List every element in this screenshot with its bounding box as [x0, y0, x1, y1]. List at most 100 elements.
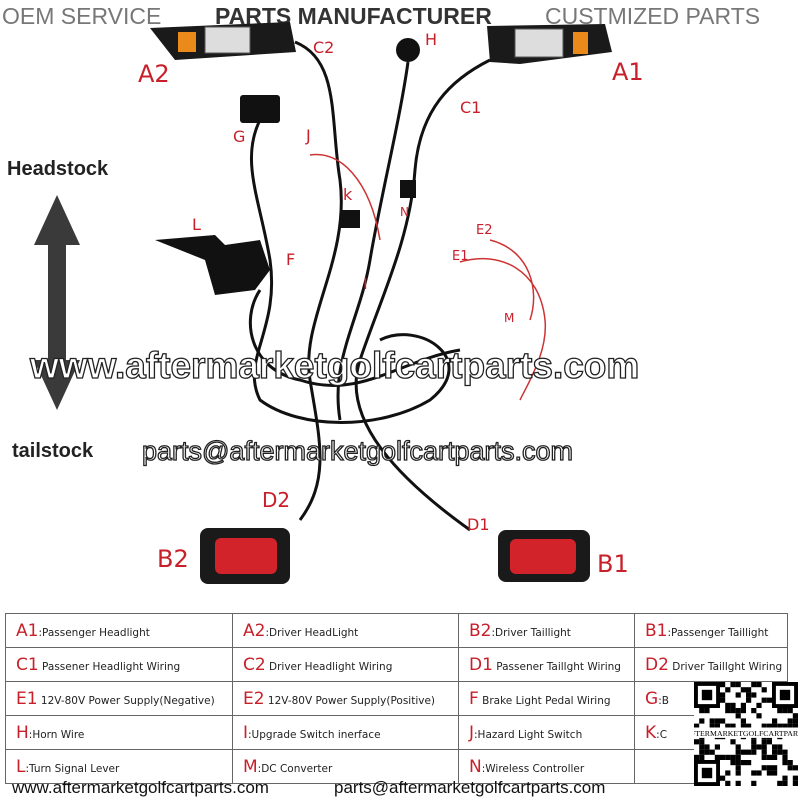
legend-cell: F Brake Light Pedal Wiring [458, 681, 635, 716]
legend-key: D1 [469, 654, 493, 675]
legend-text: 12V-80V Power Supply(Positive) [264, 694, 436, 707]
label-d2: D2 [262, 488, 291, 512]
legend-key: A2 [243, 620, 266, 641]
legend-text: :Hazard Light Switch [474, 728, 583, 741]
headlight-a2 [150, 22, 296, 60]
legend-cell: N:Wireless Controller [458, 749, 635, 784]
legend-text: :Driver Taillight [491, 626, 571, 639]
legend-key: C1 [16, 654, 39, 675]
footer-email[interactable]: parts@aftermarketgolfcartparts.com [334, 778, 606, 797]
legend-key: L [16, 756, 26, 777]
legend-text: :C [656, 728, 668, 741]
legend-cell: E1 12V-80V Power Supply(Negative) [5, 681, 233, 716]
legend-text: :DC Converter [257, 762, 333, 775]
headstock-label: Headstock [7, 158, 109, 180]
label-h: H [425, 30, 438, 49]
legend-text: :Driver HeadLight [265, 626, 359, 639]
legend-cell: M:DC Converter [232, 749, 459, 784]
label-a1: A1 [612, 58, 644, 86]
label-c2: C2 [313, 38, 335, 57]
tailstock-label: tailstock [12, 440, 94, 462]
legend-key: N [469, 756, 482, 777]
taillight-b1 [498, 530, 590, 582]
legend-key: B2 [469, 620, 492, 641]
label-k: k [343, 185, 353, 204]
legend-cell: D2 Driver Taillght Wiring [634, 647, 788, 682]
legend-key: J [469, 722, 475, 743]
label-e1: E1 [452, 249, 469, 264]
direction-arrow [34, 195, 80, 410]
legend-text: Brake Light Pedal Wiring [478, 694, 611, 707]
legend-text: :Upgrade Switch inerface [248, 728, 381, 741]
legend-key: E2 [243, 688, 265, 709]
legend-text: :B [658, 694, 669, 707]
legend-text: :Passenger Taillight [667, 626, 769, 639]
legend-text: :Horn Wire [28, 728, 85, 741]
label-b2: B2 [157, 545, 189, 573]
legend-key: F [469, 688, 479, 709]
qr-caption: AFTERMARKETGOLFCARTPARTS [694, 729, 798, 738]
legend-text: Driver Taillght Wiring [668, 660, 783, 673]
legend-text: 12V-80V Power Supply(Negative) [37, 694, 215, 707]
legend-cell: B2:Driver Taillight [458, 613, 635, 648]
legend-key: M [243, 756, 258, 777]
legend-text: :Turn Signal Lever [25, 762, 120, 775]
label-c1: C1 [460, 98, 482, 117]
legend-text: :Wireless Controller [481, 762, 585, 775]
label-f: F [286, 250, 296, 269]
legend-row: E1 12V-80V Power Supply(Negative)E2 12V-… [5, 681, 788, 716]
legend-cell: A1:Passenger Headlight [5, 613, 233, 648]
label-i: I [363, 274, 368, 293]
legend-cell: J:Hazard Light Switch [458, 715, 635, 750]
header-oem-service: OEM SERVICE [2, 3, 162, 29]
watermark-email: parts@aftermarketgolfcartparts.com [141, 435, 574, 466]
watermark-url: www.aftermarketgolfcartparts.com [29, 344, 640, 386]
footer-url[interactable]: www.aftermarketgolfcartparts.com [12, 778, 269, 797]
legend-key: E1 [16, 688, 38, 709]
legend-cell: C2 Driver Headlight Wiring [232, 647, 459, 682]
legend-cell: E2 12V-80V Power Supply(Positive) [232, 681, 459, 716]
legend-key: G [645, 688, 659, 709]
legend-cell: I:Upgrade Switch inerface [232, 715, 459, 750]
legend-key: H [16, 722, 29, 743]
wiring-diagram [34, 22, 612, 584]
component-g [240, 95, 280, 123]
turn-signal-lever [155, 235, 270, 295]
legend-cell: B1:Passenger Taillight [634, 613, 788, 648]
legend-key: A1 [16, 620, 39, 641]
label-d1: D1 [467, 515, 490, 534]
legend-cell: D1 Passener Taillght Wiring [458, 647, 635, 682]
legend-key: B1 [645, 620, 668, 641]
label-n: N [400, 205, 409, 219]
legend-key: I [243, 722, 249, 743]
legend-key: C2 [243, 654, 266, 675]
legend-cell: C1 Passener Headlight Wiring [5, 647, 233, 682]
legend-key: K [645, 722, 657, 743]
label-e2: E2 [476, 223, 493, 238]
legend-key: D2 [645, 654, 669, 675]
red-wires [309, 153, 547, 401]
taillight-b2 [200, 528, 290, 584]
component-k [340, 210, 360, 228]
headlight-a1 [487, 24, 612, 64]
wire-harness [248, 40, 491, 532]
legend-text: :Passenger Headlight [38, 626, 150, 639]
legend-text: Driver Headlight Wiring [265, 660, 393, 673]
legend-cell: A2:Driver HeadLight [232, 613, 459, 648]
label-b1: B1 [597, 550, 629, 578]
label-l: L [192, 215, 201, 234]
label-j: J [306, 126, 311, 145]
horn [396, 38, 420, 62]
label-a2: A2 [138, 60, 170, 88]
qr-code[interactable]: AFTERMARKETGOLFCARTPARTS [694, 682, 798, 786]
legend-cell: H:Horn Wire [5, 715, 233, 750]
legend-text: Passener Headlight Wiring [38, 660, 181, 673]
label-g: G [233, 127, 246, 146]
legend-cell: L:Turn Signal Lever [5, 749, 233, 784]
legend-text: Passener Taillght Wiring [492, 660, 621, 673]
label-m: M [504, 311, 515, 325]
